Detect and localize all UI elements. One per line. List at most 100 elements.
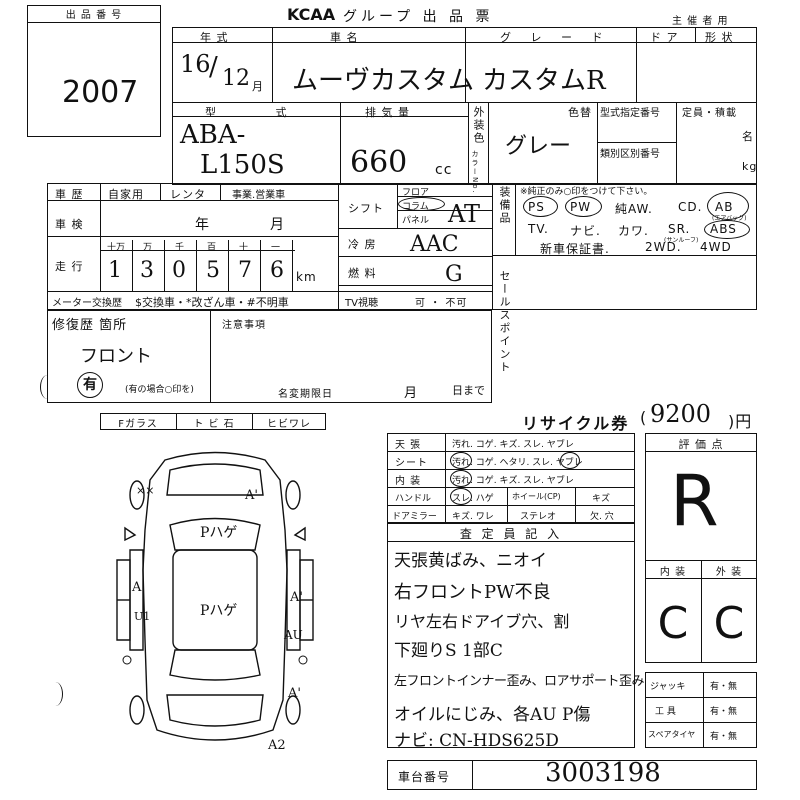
binder-mark bbox=[40, 375, 55, 399]
equip-label: 装備品 bbox=[498, 186, 511, 225]
inspector-line: ナビ: CN-HDS625D bbox=[394, 731, 559, 751]
exterior-score-value: C bbox=[713, 598, 745, 649]
trim-mark-circle bbox=[450, 470, 472, 487]
equip-leather: カワ. bbox=[618, 224, 649, 238]
shift-value: AT bbox=[448, 200, 481, 228]
recycle-label: リサイクル券 bbox=[522, 414, 630, 433]
grade-value: カスタムR bbox=[482, 66, 606, 96]
month-unit: 月 bbox=[252, 80, 264, 93]
tool-tools-label: 工 具 bbox=[655, 707, 676, 717]
shift-column-circle bbox=[398, 197, 445, 211]
ab-circle bbox=[707, 192, 749, 220]
interior-row-seat-options: 汚れ. コゲ. ヘタリ. スレ. ヤブレ bbox=[452, 458, 583, 468]
inspector-line: リヤ左右ドアイブ穴、割 bbox=[394, 612, 570, 631]
tool-spare-label: スペアタイヤ bbox=[648, 730, 696, 739]
interior-score-value: C bbox=[657, 598, 689, 649]
meter-options: $交換車・*改ざん車・#不明車 bbox=[135, 296, 289, 309]
mark-a1: A' bbox=[245, 488, 258, 503]
inspection-year: 年 bbox=[195, 217, 210, 233]
recycle-open: ( bbox=[640, 408, 648, 427]
brand-logo: KCAA bbox=[287, 5, 336, 24]
year-slash: / bbox=[209, 52, 218, 82]
mark-roof: Pハゲ bbox=[200, 525, 238, 541]
place-10k: 万 bbox=[143, 243, 153, 253]
mirror-options: キズ. ワレ bbox=[452, 512, 494, 522]
mileage-digit: 7 bbox=[238, 258, 252, 283]
tools-table bbox=[645, 672, 757, 748]
interior-row-trim-options: 汚れ. コゲ. キズ. スレ. ヤブレ bbox=[452, 476, 574, 486]
place-100: 百 bbox=[207, 243, 217, 253]
displacement-unit: cc bbox=[435, 162, 453, 178]
type-designation-label: 型式指定番号 bbox=[600, 108, 660, 119]
equip-warranty: 新車保証書. bbox=[540, 242, 610, 256]
tool-jack-value: 有・無 bbox=[710, 682, 738, 692]
wheel-label: ホイール(CP) bbox=[512, 492, 561, 501]
interior-table bbox=[387, 433, 635, 523]
mark-xx: ×× bbox=[136, 484, 155, 497]
deadline-month: 月 bbox=[404, 386, 419, 401]
inspector-label: 査 定 員 記 入 bbox=[459, 527, 563, 541]
mileage-label: 走 行 bbox=[55, 260, 84, 273]
type-label: 型 式 bbox=[205, 106, 315, 119]
vehicle-table bbox=[172, 27, 757, 185]
capacity-unit-2: kg bbox=[742, 160, 758, 173]
type-value-1: ABA- bbox=[180, 120, 246, 150]
inspection-label: 車 検 bbox=[55, 218, 84, 231]
exterior-color-label: 外装色 bbox=[472, 106, 485, 145]
tv-label: TV視聴 bbox=[345, 298, 378, 309]
wheel-value: キズ bbox=[592, 494, 611, 504]
repair-status-note: (有の場合○印を) bbox=[125, 385, 194, 395]
type-value-2: L150S bbox=[200, 150, 285, 180]
score-value: R bbox=[670, 460, 719, 542]
lot-box bbox=[27, 5, 161, 137]
tool-jack-label: ジャッキ bbox=[650, 682, 686, 692]
recycle-value: 9200 bbox=[650, 400, 712, 428]
glass-front: Fガラス bbox=[118, 419, 158, 430]
history-option-private: 自家用 bbox=[108, 188, 144, 201]
chassis-label: 車台番号 bbox=[398, 770, 451, 784]
equip-tv: TV. bbox=[528, 222, 549, 236]
mark-a4: A' bbox=[288, 686, 301, 701]
year-value: 16 bbox=[180, 50, 211, 78]
place-10: 十 bbox=[239, 243, 249, 253]
tv-options: 可 ・ 不可 bbox=[415, 298, 468, 309]
shape-label: 形 状 bbox=[705, 31, 734, 44]
mark-hood: Pハゲ bbox=[200, 603, 238, 619]
history-table bbox=[47, 183, 757, 310]
organizer-label: 主 催 者 用 bbox=[672, 16, 729, 27]
capacity-unit-1: 名 bbox=[742, 130, 754, 143]
interior-row-ceiling-options: 汚れ. コゲ. キズ. スレ. ヤブレ bbox=[452, 440, 574, 450]
mileage-digit: 1 bbox=[108, 258, 122, 283]
mileage-digit: 5 bbox=[206, 258, 220, 283]
inspector-line: 右フロントPW不良 bbox=[394, 582, 551, 603]
lot-label: 出 品 番 号 bbox=[65, 10, 123, 21]
car-diagram bbox=[116, 451, 314, 741]
interior-row-trim-label: 内 装 bbox=[395, 476, 422, 487]
glass-crack: ヒビワレ bbox=[267, 419, 311, 430]
deadline-day: 日まで bbox=[452, 384, 485, 397]
place-100k: 十万 bbox=[107, 243, 126, 253]
displacement-value: 660 bbox=[350, 145, 408, 180]
mirror-label: ドアミラー bbox=[392, 512, 437, 522]
equip-navi: ナビ. bbox=[570, 224, 601, 238]
inspector-line: オイルにじみ、各AU P傷 bbox=[394, 705, 591, 725]
pw-circle bbox=[565, 196, 602, 217]
ac-label: 冷 房 bbox=[348, 238, 377, 251]
history-option-business: 事業.営業車 bbox=[232, 190, 286, 201]
shift-option-panel: パネル bbox=[402, 216, 430, 226]
handle-mark-circle bbox=[450, 488, 472, 505]
glass-row bbox=[100, 413, 326, 430]
grade-label: グ レ ー ド bbox=[500, 31, 611, 44]
mileage-digit: 6 bbox=[270, 258, 284, 283]
model-name-value: ムーヴカスタム bbox=[292, 66, 475, 96]
chassis-box bbox=[387, 760, 757, 790]
chassis-value: 3003198 bbox=[545, 758, 661, 788]
repair-value: フロント bbox=[80, 346, 152, 367]
stereo-label: ステレオ bbox=[520, 512, 557, 522]
mark-au: AU bbox=[284, 628, 303, 642]
repair-status-circle: 有 bbox=[77, 372, 103, 398]
inspection-month: 月 bbox=[270, 217, 285, 233]
ps-circle bbox=[523, 196, 558, 217]
color-change-label: 色替 bbox=[568, 106, 592, 119]
mark-a2b: A2 bbox=[268, 738, 286, 753]
